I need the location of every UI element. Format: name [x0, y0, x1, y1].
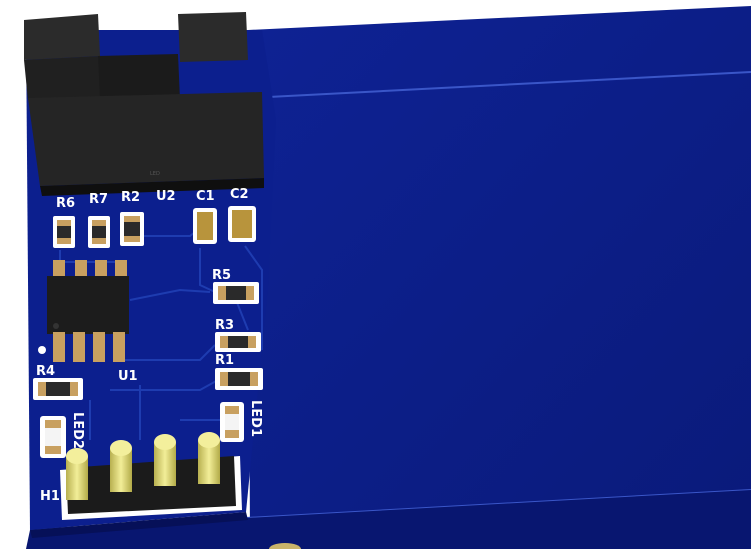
label-r7: R7 — [89, 192, 108, 207]
label-u1: U1 — [118, 369, 138, 384]
label-r1: R1 — [215, 353, 234, 368]
label-c2: C2 — [230, 187, 249, 202]
label-r4: R4 — [36, 364, 55, 379]
bottom-part — [269, 543, 301, 549]
label-r3: R3 — [215, 318, 234, 333]
led-parts — [40, 402, 244, 458]
label-r5: R5 — [212, 268, 231, 283]
label-led1: LED1 — [248, 400, 263, 437]
sensor-marking: LED — [150, 171, 160, 177]
main-board — [26, 6, 751, 549]
label-c1: C1 — [196, 189, 215, 204]
label-led2: LED2 — [70, 412, 85, 449]
label-h1: H1 — [40, 489, 60, 504]
pin-header-h1 — [60, 432, 242, 520]
label-r2: R2 — [121, 190, 140, 205]
label-r6: R6 — [56, 196, 75, 211]
ic-u1 — [38, 260, 129, 362]
label-u2: U2 — [156, 189, 176, 204]
smd-top-row — [53, 206, 256, 248]
slot-sensor: LED — [24, 12, 264, 196]
smd-right-column — [33, 282, 263, 400]
